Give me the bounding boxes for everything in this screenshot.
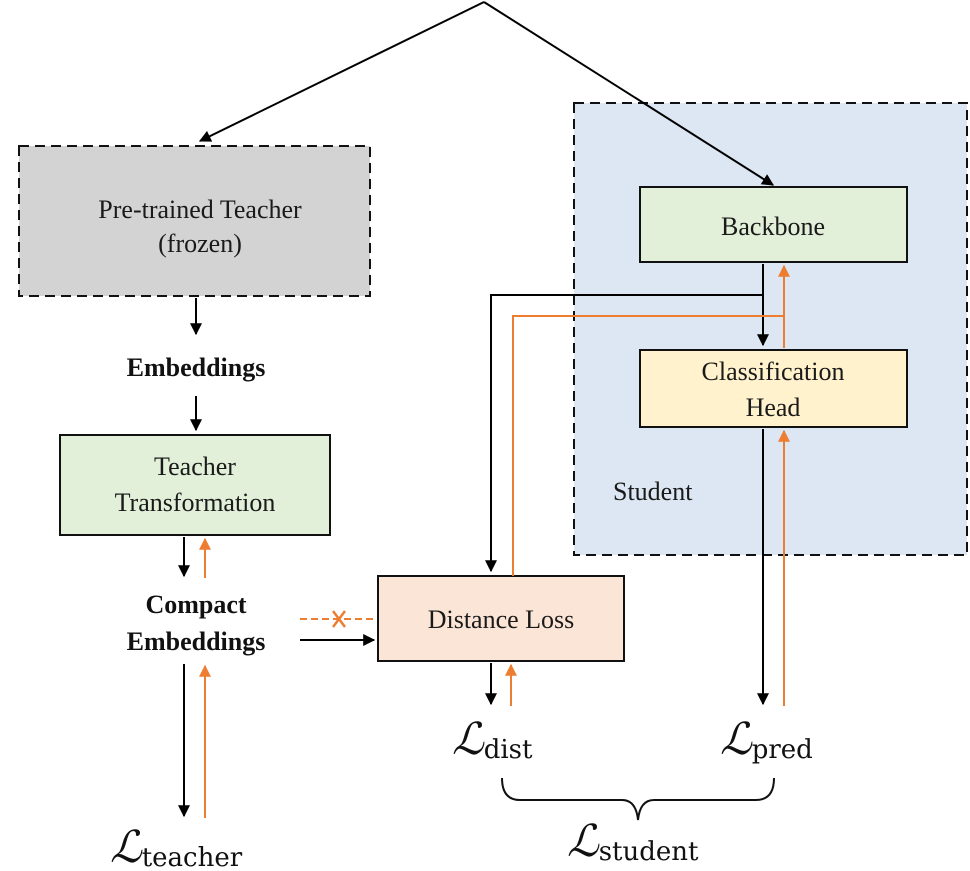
head-label-line2: Head xyxy=(746,393,801,422)
loss-teacher: ℒteacher xyxy=(110,822,243,871)
loss-dist: ℒdist xyxy=(452,714,533,765)
svg-text:ℒpred: ℒpred xyxy=(720,714,813,765)
transformation-box xyxy=(59,434,331,536)
student-label: Student xyxy=(613,477,693,506)
transformation-label-line1: Teacher xyxy=(154,452,236,481)
gradient-block-x-icon xyxy=(332,610,346,628)
classification-head-box xyxy=(639,349,908,428)
distance-to-backbone-grad-path xyxy=(512,315,784,576)
backbone-label: Backbone xyxy=(721,212,825,241)
input-to-teacher-arrow xyxy=(198,1,485,142)
svg-text:ℒstudent: ℒstudent xyxy=(567,816,699,867)
student-loss-brace xyxy=(501,777,775,821)
embeddings-label: Embeddings xyxy=(127,353,266,382)
teacher-box xyxy=(18,145,371,297)
distance-loss-label: Distance Loss xyxy=(428,605,575,634)
input-to-backbone-arrow xyxy=(483,1,775,186)
teacher-label-line2: (frozen) xyxy=(158,229,242,258)
loss-student: ℒstudent xyxy=(567,816,699,867)
backbone-to-distance-path xyxy=(485,294,763,573)
compact-label-line2: Embeddings xyxy=(127,627,266,656)
teacher-label-line1: Pre-trained Teacher xyxy=(98,195,302,224)
distance-loss-box xyxy=(377,575,625,662)
head-label-line1: Classification xyxy=(702,357,845,386)
transformation-label-line2: Transformation xyxy=(115,488,276,517)
svg-text:ℒdist: ℒdist xyxy=(452,714,533,765)
svg-text:ℒteacher: ℒteacher xyxy=(110,822,243,871)
backbone-box xyxy=(639,186,908,263)
loss-pred: ℒpred xyxy=(720,714,813,765)
compact-label-line1: Compact xyxy=(145,590,246,619)
